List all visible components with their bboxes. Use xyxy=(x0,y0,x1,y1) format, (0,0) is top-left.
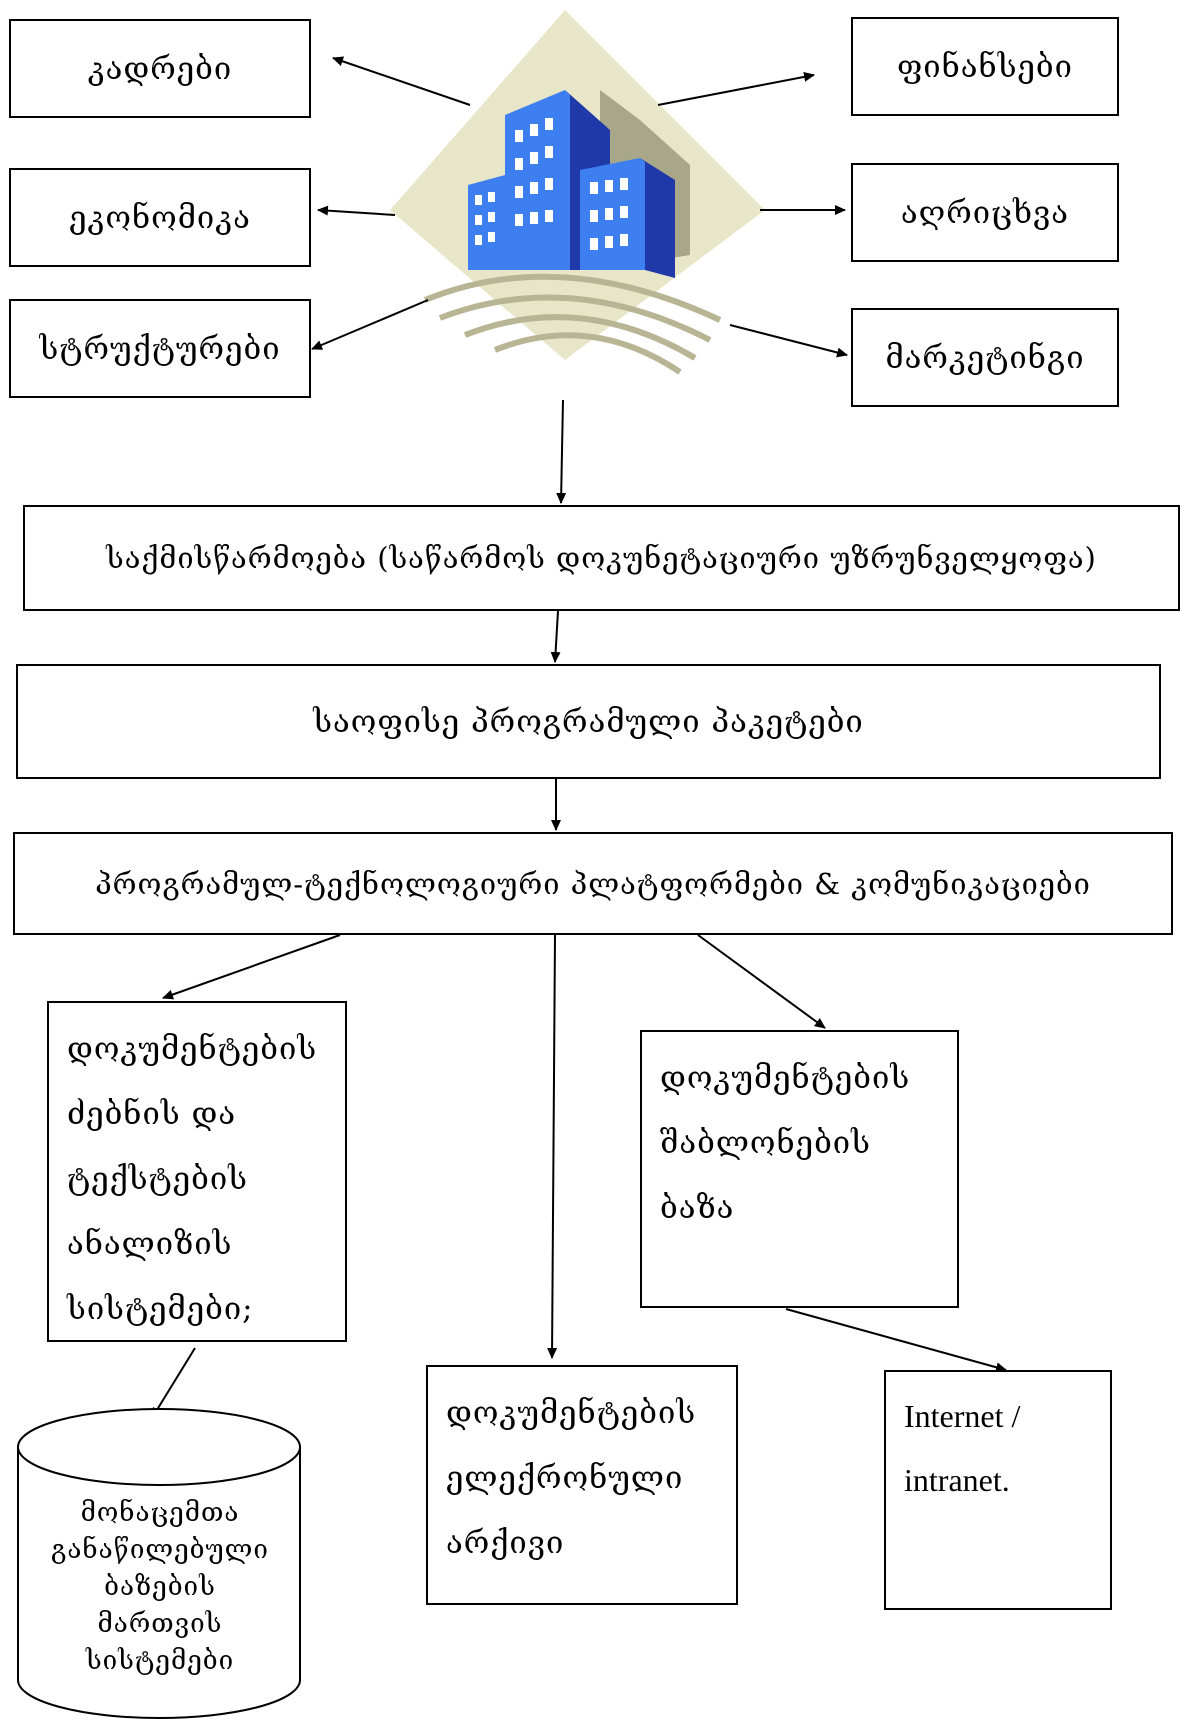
arrow-to-database xyxy=(151,1347,196,1419)
label-agricxva: აღრიცხვა xyxy=(900,194,1070,231)
label-ekonomika: ეკონომიკა xyxy=(69,199,251,236)
box-struqturebi: სტრუქტურები xyxy=(9,299,311,398)
search-systems-line-2: ძებნის და xyxy=(67,1096,237,1132)
label-finansebi: ფინანსები xyxy=(897,48,1073,85)
electronic-archive-line-3: არქივი xyxy=(446,1525,565,1561)
internet-line-1: Internet / xyxy=(904,1398,1021,1434)
search-systems-line-5: სისტემები; xyxy=(67,1291,254,1327)
arrow-to-template-base xyxy=(697,934,826,1029)
database-label: მონაცემთა განაწილებული ბაზების მართვის ს… xyxy=(20,1495,300,1680)
arrow-to-internet xyxy=(785,1308,1007,1373)
box-office-packages: საოფისე პროგრამული პაკეტები xyxy=(16,664,1161,779)
box-marketingi: მარკეტინგი xyxy=(851,308,1119,407)
database-line-4: მართვის xyxy=(97,1609,223,1639)
template-base-line-2: შაბლონების xyxy=(660,1125,871,1161)
template-base-line-1: დოკუმენტების xyxy=(660,1060,911,1096)
box-ekonomika: ეკონომიკა xyxy=(9,168,311,267)
box-platforms: პროგრამულ-ტექნოლოგიური პლატფორმები & კომ… xyxy=(13,832,1173,935)
box-template-base: დოკუმენტების შაბლონების ბაზა xyxy=(640,1030,959,1308)
box-agricxva: აღრიცხვა xyxy=(851,163,1119,262)
box-saqmiswarmoeba: საქმისწარმოება (საწარმოს დოკუნეტაციური უ… xyxy=(23,505,1180,611)
box-finansebi: ფინანსები xyxy=(851,17,1119,116)
label-saqmiswarmoeba: საქმისწარმოება (საწარმოს დოკუნეტაციური უ… xyxy=(106,541,1097,575)
arrow-hub-to-struqturebi xyxy=(311,299,429,350)
arrow-hub-to-kadrebi xyxy=(332,56,471,106)
search-systems-line-4: ანალიზის xyxy=(67,1226,233,1262)
arrow-to-search-systems xyxy=(162,934,341,1000)
database-cylinder xyxy=(17,1408,301,1719)
arrow-to-electronic-archive xyxy=(547,934,558,1359)
arrow-to-office-packages xyxy=(550,610,561,663)
arrow-hub-to-marketingi xyxy=(729,324,848,358)
arrow-hub-to-finansebi xyxy=(657,71,815,106)
arrow-hub-to-ekonomika xyxy=(317,205,396,216)
label-struqturebi: სტრუქტურები xyxy=(39,330,281,367)
box-kadrebi: კადრები xyxy=(9,19,311,118)
electronic-archive-line-2: ელექრონული xyxy=(446,1460,684,1496)
internet-line-2: intranet. xyxy=(904,1462,1010,1498)
box-search-systems: დოკუმენტების ძებნის და ტექსტების ანალიზი… xyxy=(47,1001,347,1342)
electronic-archive-line-1: დოკუმენტების xyxy=(446,1395,697,1431)
label-platforms: პროგრამულ-ტექნოლოგიური პლატფორმები & კომ… xyxy=(95,866,1091,901)
database-line-1: მონაცემთა xyxy=(80,1498,240,1528)
label-kadrebi: კადრები xyxy=(87,50,233,87)
template-base-line-3: ბაზა xyxy=(660,1190,735,1226)
database-line-3: ბაზების xyxy=(104,1572,216,1602)
office-buildings-icon xyxy=(390,10,765,375)
box-internet: Internet / intranet. xyxy=(884,1370,1112,1610)
hub-swoosh xyxy=(423,273,722,375)
label-marketingi: მარკეტინგი xyxy=(885,339,1085,376)
database-line-5: სისტემები xyxy=(85,1646,235,1676)
search-systems-line-1: დოკუმენტების xyxy=(67,1031,318,1067)
label-office-packages: საოფისე პროგრამული პაკეტები xyxy=(313,703,864,740)
arrow-hub-to-saqmiswarmoeba xyxy=(556,399,567,504)
box-electronic-archive: დოკუმენტების ელექრონული არქივი xyxy=(426,1365,738,1605)
database-line-2: განაწილებული xyxy=(51,1535,269,1565)
search-systems-line-3: ტექსტების xyxy=(67,1161,248,1197)
building-windows xyxy=(475,118,628,250)
